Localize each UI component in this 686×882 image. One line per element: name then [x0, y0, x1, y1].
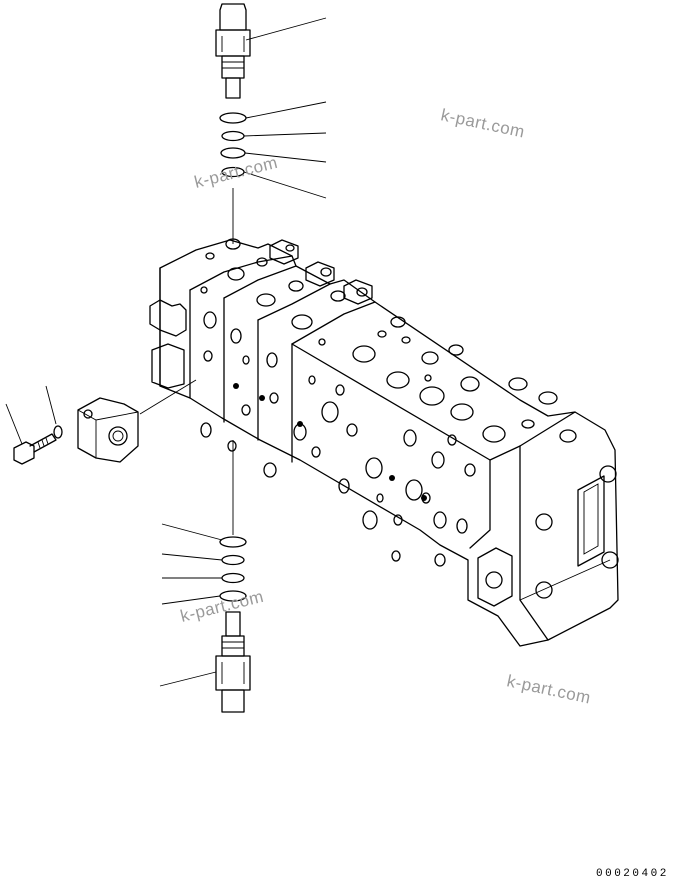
port-hole — [365, 457, 383, 479]
bottom-valve-cartridge — [215, 611, 251, 713]
port-hole — [263, 462, 277, 478]
port-hole — [434, 553, 446, 567]
port-hole — [241, 404, 251, 416]
port-hole — [256, 257, 268, 267]
port-hole — [391, 550, 401, 562]
port-hole — [421, 351, 439, 365]
port-hole — [356, 287, 368, 297]
port-hole — [460, 376, 480, 392]
port-hole — [376, 493, 384, 503]
port-hole — [291, 314, 313, 330]
port-hole — [401, 336, 411, 344]
port-hole — [393, 514, 403, 526]
watermark-4: k-part.com — [505, 671, 592, 707]
port-hole — [227, 267, 245, 281]
port-hole — [450, 403, 474, 421]
port-hole — [448, 344, 464, 356]
port-hole — [424, 374, 432, 382]
port-hole — [308, 375, 316, 385]
leader-lines — [5, 17, 327, 687]
port-hole — [256, 293, 276, 307]
port-hole — [318, 338, 326, 346]
port-hole — [321, 401, 339, 423]
port-hole — [362, 510, 378, 530]
port-hole — [311, 446, 321, 458]
port-hole — [431, 451, 445, 469]
port-hole — [320, 267, 332, 277]
port-hole — [433, 511, 447, 529]
port-hole — [538, 391, 558, 405]
port-hole — [203, 350, 213, 362]
port-hole — [386, 371, 410, 389]
port-hole — [269, 392, 279, 404]
control-valve-block — [149, 239, 619, 647]
plug-dot — [389, 475, 395, 481]
port-hole — [200, 286, 208, 294]
port-hole — [335, 384, 345, 396]
side-cover-block — [77, 397, 139, 463]
port-hole — [352, 345, 376, 363]
plug-dot — [421, 495, 427, 501]
port-hole — [205, 252, 215, 260]
port-hole — [203, 311, 217, 329]
port-hole — [242, 355, 250, 365]
plug-dot — [259, 395, 265, 401]
port-hole — [419, 386, 445, 406]
port-hole — [405, 479, 423, 501]
assembly-axis-lines — [139, 188, 234, 535]
figure-code: 00020402 — [596, 868, 669, 880]
watermark-2: k-part.com — [192, 153, 279, 192]
block-port-holes — [200, 238, 577, 567]
port-hole — [456, 518, 468, 534]
side-washer — [53, 425, 63, 439]
port-hole — [330, 290, 346, 302]
port-hole — [447, 434, 457, 446]
port-hole — [285, 244, 295, 252]
port-hole — [482, 425, 506, 443]
port-hole — [521, 419, 535, 429]
port-hole — [288, 280, 304, 292]
top-valve-cartridge — [215, 3, 251, 99]
port-hole — [508, 377, 528, 391]
side-bolt — [13, 433, 57, 465]
port-hole — [200, 422, 212, 438]
port-hole — [464, 463, 476, 477]
plug-dot — [297, 421, 303, 427]
port-hole — [403, 429, 417, 447]
port-hole — [230, 328, 242, 344]
port-hole — [266, 352, 278, 368]
port-hole — [377, 330, 387, 338]
port-hole — [346, 423, 358, 437]
port-hole — [338, 478, 350, 494]
plug-dot — [233, 383, 239, 389]
port-hole — [390, 316, 406, 328]
watermark-1: k-part.com — [439, 105, 526, 141]
port-hole — [559, 429, 577, 443]
port-hole — [227, 440, 237, 452]
